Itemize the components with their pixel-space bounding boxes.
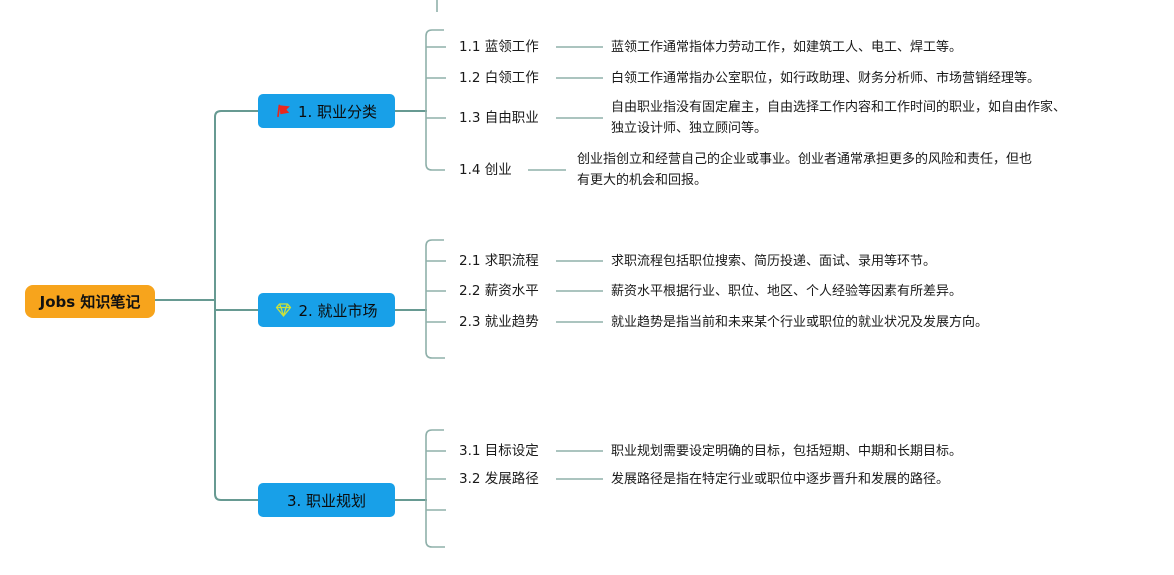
branch-node-1[interactable]: 1. 职业分类 — [258, 94, 395, 128]
branch-node-3[interactable]: 3. 职业规划 — [258, 483, 395, 517]
child-node-3-2[interactable]: 3.2 发展路径 — [459, 471, 539, 487]
red-flag-icon — [276, 103, 292, 119]
child-desc-1-2[interactable]: 白领工作通常指办公室职位，如行政助理、财务分析师、市场营销经理等。 — [611, 71, 1041, 86]
child-node-1-2[interactable]: 1.2 白领工作 — [459, 70, 539, 86]
child-desc-3-1[interactable]: 职业规划需要设定明确的目标，包括短期、中期和长期目标。 — [611, 444, 963, 459]
branch-label: 1. 职业分类 — [297, 102, 378, 121]
branch-node-2[interactable]: 2. 就业市场 — [258, 293, 395, 327]
gem-icon — [275, 302, 292, 318]
child-desc-2-3[interactable]: 就业趋势是指当前和未来某个行业或职位的就业状况及发展方向。 — [611, 315, 989, 330]
child-node-1-1[interactable]: 1.1 蓝领工作 — [459, 39, 539, 55]
child-node-2-3[interactable]: 2.3 就业趋势 — [459, 314, 539, 330]
child-desc-1-4[interactable]: 创业指创立和经营自己的企业或事业。创业者通常承担更多的风险和责任，但也有更大的机… — [577, 152, 1033, 188]
child-node-2-1[interactable]: 2.1 求职流程 — [459, 253, 539, 269]
root-label: Jobs 知识笔记 — [39, 293, 141, 311]
branch-label: 2. 就业市场 — [298, 301, 378, 320]
child-node-3-1[interactable]: 3.1 目标设定 — [459, 443, 539, 459]
branch-label: 3. 职业规划 — [286, 491, 367, 510]
child-desc-3-2[interactable]: 发展路径是指在特定行业或职位中逐步晋升和发展的路径。 — [611, 472, 950, 487]
child-desc-2-1[interactable]: 求职流程包括职位搜索、简历投递、面试、录用等环节。 — [611, 254, 937, 269]
child-desc-2-2[interactable]: 薪资水平根据行业、职位、地区、个人经验等因素有所差异。 — [611, 284, 963, 299]
child-node-2-2[interactable]: 2.2 薪资水平 — [459, 283, 539, 299]
child-node-1-4[interactable]: 1.4 创业 — [459, 162, 512, 178]
child-desc-1-1[interactable]: 蓝领工作通常指体力劳动工作，如建筑工人、电工、焊工等。 — [611, 40, 963, 55]
child-node-1-3[interactable]: 1.3 自由职业 — [459, 110, 539, 126]
child-desc-1-3[interactable]: 自由职业指没有固定雇主，自由选择工作内容和工作时间的职业，如自由作家、独立设计师… — [611, 100, 1067, 136]
root-node[interactable]: Jobs 知识笔记 — [25, 285, 155, 318]
